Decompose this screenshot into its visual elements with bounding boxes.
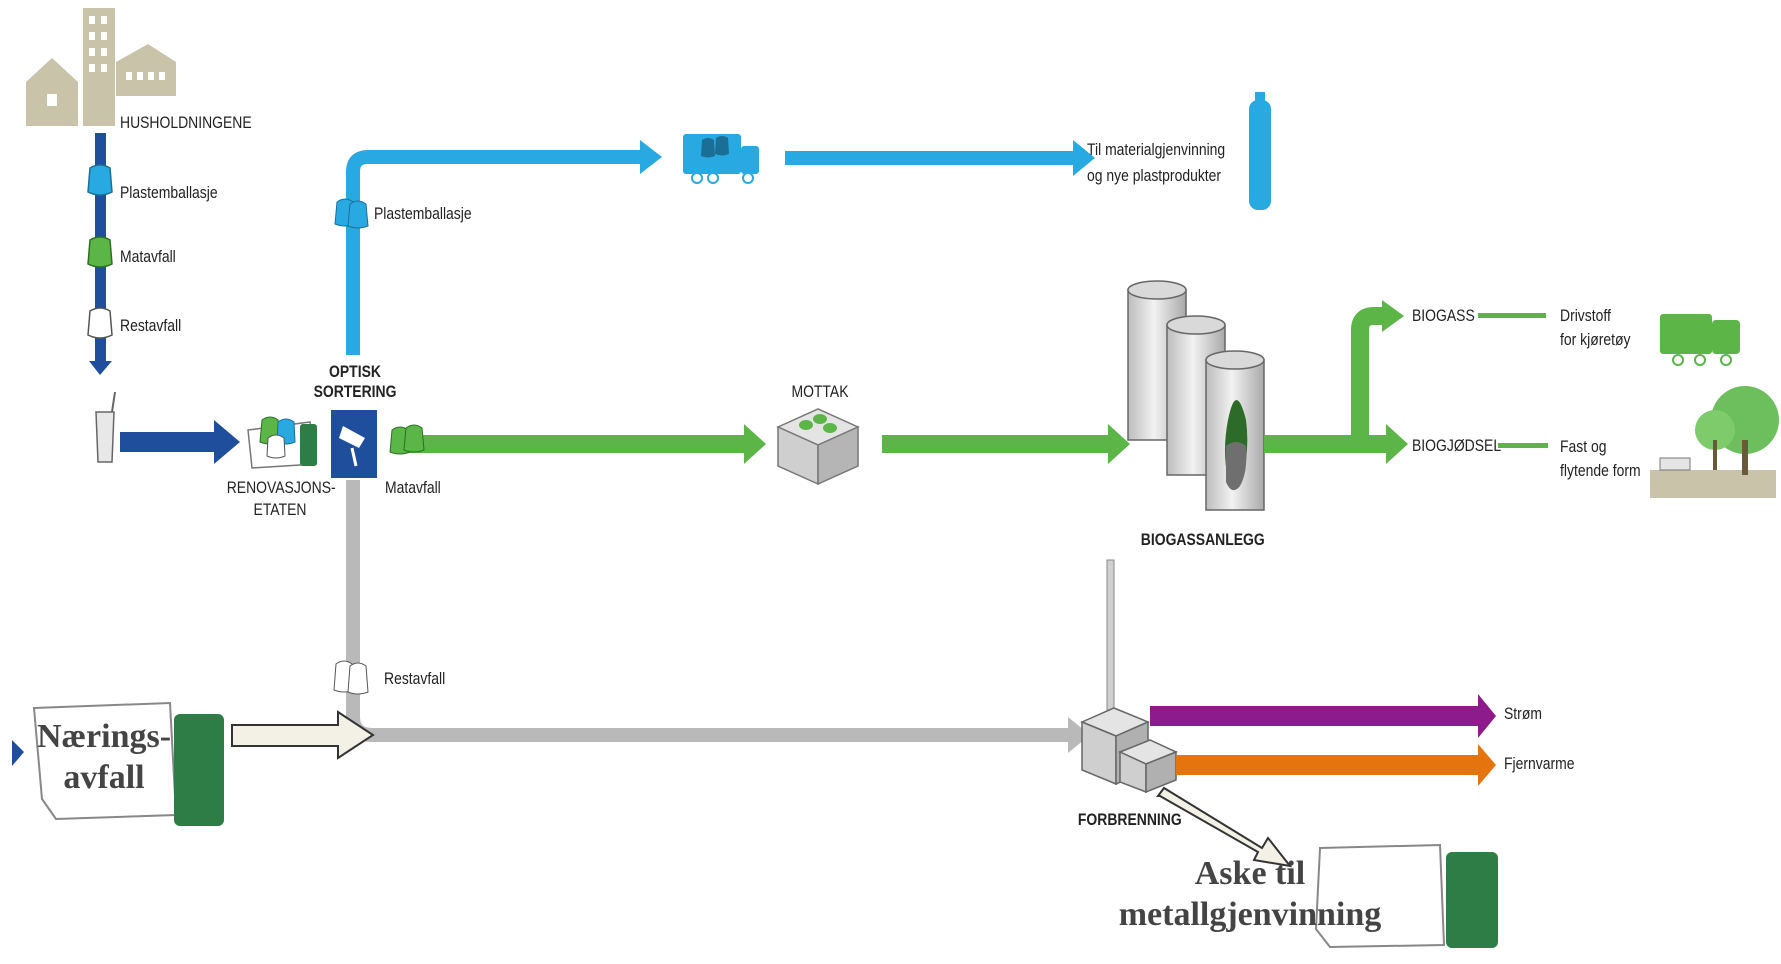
- power-label: Strøm: [1504, 704, 1542, 723]
- district-heating-label: Fjernvarme: [1504, 754, 1575, 773]
- plastic-bags-icon: [334, 198, 369, 229]
- fuel-connector: [1478, 313, 1546, 318]
- biofertilizer-label: BIOGJØDSEL: [1412, 436, 1502, 455]
- food-bags-icon: [389, 424, 425, 455]
- residual-branch-label: Restavfall: [384, 669, 446, 688]
- incineration-label: FORBRENNING: [1077, 810, 1182, 829]
- plastic-bottle-icon: [1249, 92, 1271, 210]
- fertilizer-label-line2: flytende form: [1560, 461, 1641, 480]
- legend-plastic-label: Plastemballasje: [120, 183, 218, 202]
- ash-label: Aske til metallgjenvinning: [1090, 853, 1410, 936]
- ash-label-line1: Aske til: [1194, 855, 1306, 892]
- biogas-tanks-icon: [1127, 280, 1265, 511]
- biogas-output-line: [1264, 300, 1408, 464]
- optical-sorting-label-line2: SORTERING: [313, 382, 397, 401]
- business-input-arrow: [231, 710, 375, 760]
- ash-output-arrow: [1156, 786, 1293, 868]
- optical-sorting-label-line1: OPTISK: [329, 362, 381, 381]
- fuel-truck-icon: [1660, 314, 1740, 366]
- optical-sensor-icon: [331, 410, 377, 478]
- renovation-label-line1: RENOVASJONS-: [226, 478, 336, 497]
- residual-bags-icon: [333, 660, 369, 695]
- biogas-label: BIOGASS: [1412, 306, 1475, 325]
- residual-bag-icon: [87, 307, 113, 339]
- plastic-flow-line: [346, 140, 662, 355]
- biogas-plant-label: BIOGASSANLEGG: [1140, 530, 1265, 549]
- fertilizer-connector: [1498, 443, 1548, 448]
- plastic-bag-icon: [87, 164, 113, 196]
- legend-food-label: Matavfall: [120, 247, 176, 266]
- heat-flow-arrow: [1176, 744, 1496, 786]
- recycling-label-line1: Til materialgjenvinning: [1087, 140, 1226, 159]
- business-marker-icon: [12, 740, 24, 766]
- food-bag-icon: [87, 236, 113, 268]
- power-flow-arrow: [1150, 694, 1496, 738]
- fertilizer-label-line1: Fast og: [1560, 437, 1607, 456]
- business-waste-line1: Nærings-: [36, 718, 172, 755]
- ash-truck-icon: [1314, 843, 1498, 949]
- garbage-truck-icon: [247, 416, 317, 469]
- incineration-plant-icon: [1080, 559, 1178, 794]
- business-truck-icon: [32, 701, 224, 826]
- fuel-label-line1: Drivstoff: [1560, 306, 1611, 325]
- waste-bin-icon: [95, 391, 116, 463]
- reception-label: MOTTAK: [791, 382, 849, 401]
- blue-flow-arrow: [120, 420, 240, 464]
- business-waste-line2: avfall: [63, 759, 145, 797]
- renovation-label-line2: ETATEN: [253, 500, 307, 519]
- business-waste-label: Nærings- avfall: [24, 716, 184, 799]
- households-label: HUSHOLDNINGENE: [120, 113, 252, 132]
- ash-label-line2: metallgjenvinning: [1118, 896, 1382, 934]
- houses-icon: [26, 8, 176, 126]
- recycling-label-line2: og nye plastprodukter: [1087, 166, 1222, 185]
- reception-container-icon: [776, 408, 860, 486]
- fuel-label-line2: for kjøretøy: [1560, 330, 1631, 349]
- plastic-branch-label: Plastemballasje: [374, 204, 472, 223]
- residual-flow-line: [346, 480, 1090, 753]
- food-branch-label: Matavfall: [385, 478, 441, 497]
- food-flow-arrow-2: [882, 424, 1130, 464]
- legend-residual-label: Restavfall: [120, 316, 182, 335]
- food-flow-arrow-1: [410, 424, 766, 464]
- landscape-icon: [1650, 386, 1779, 498]
- plastic-truck-icon: [683, 134, 759, 184]
- plastic-flow-arrow-2: [785, 140, 1095, 176]
